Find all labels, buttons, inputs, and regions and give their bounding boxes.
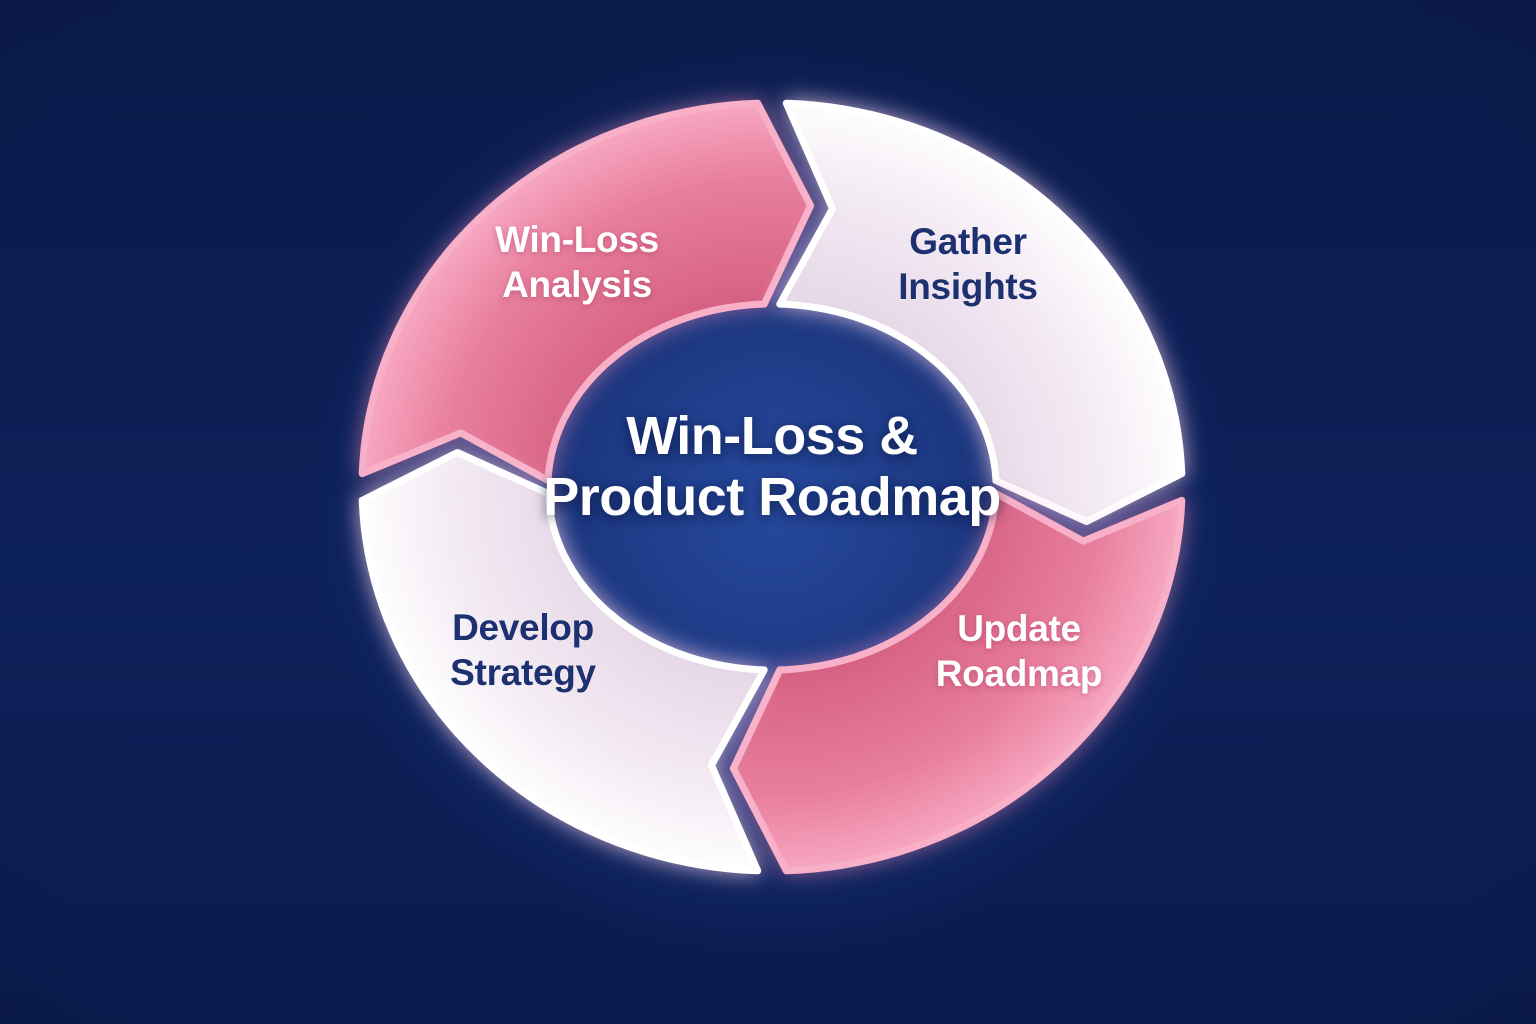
segment-arc-develop-strategy: [358, 449, 768, 875]
segment-arc-win-loss-analysis: [358, 99, 815, 485]
segment-arc-gather-insights: [776, 99, 1186, 525]
segment-arc-update-roadmap: [729, 489, 1186, 875]
